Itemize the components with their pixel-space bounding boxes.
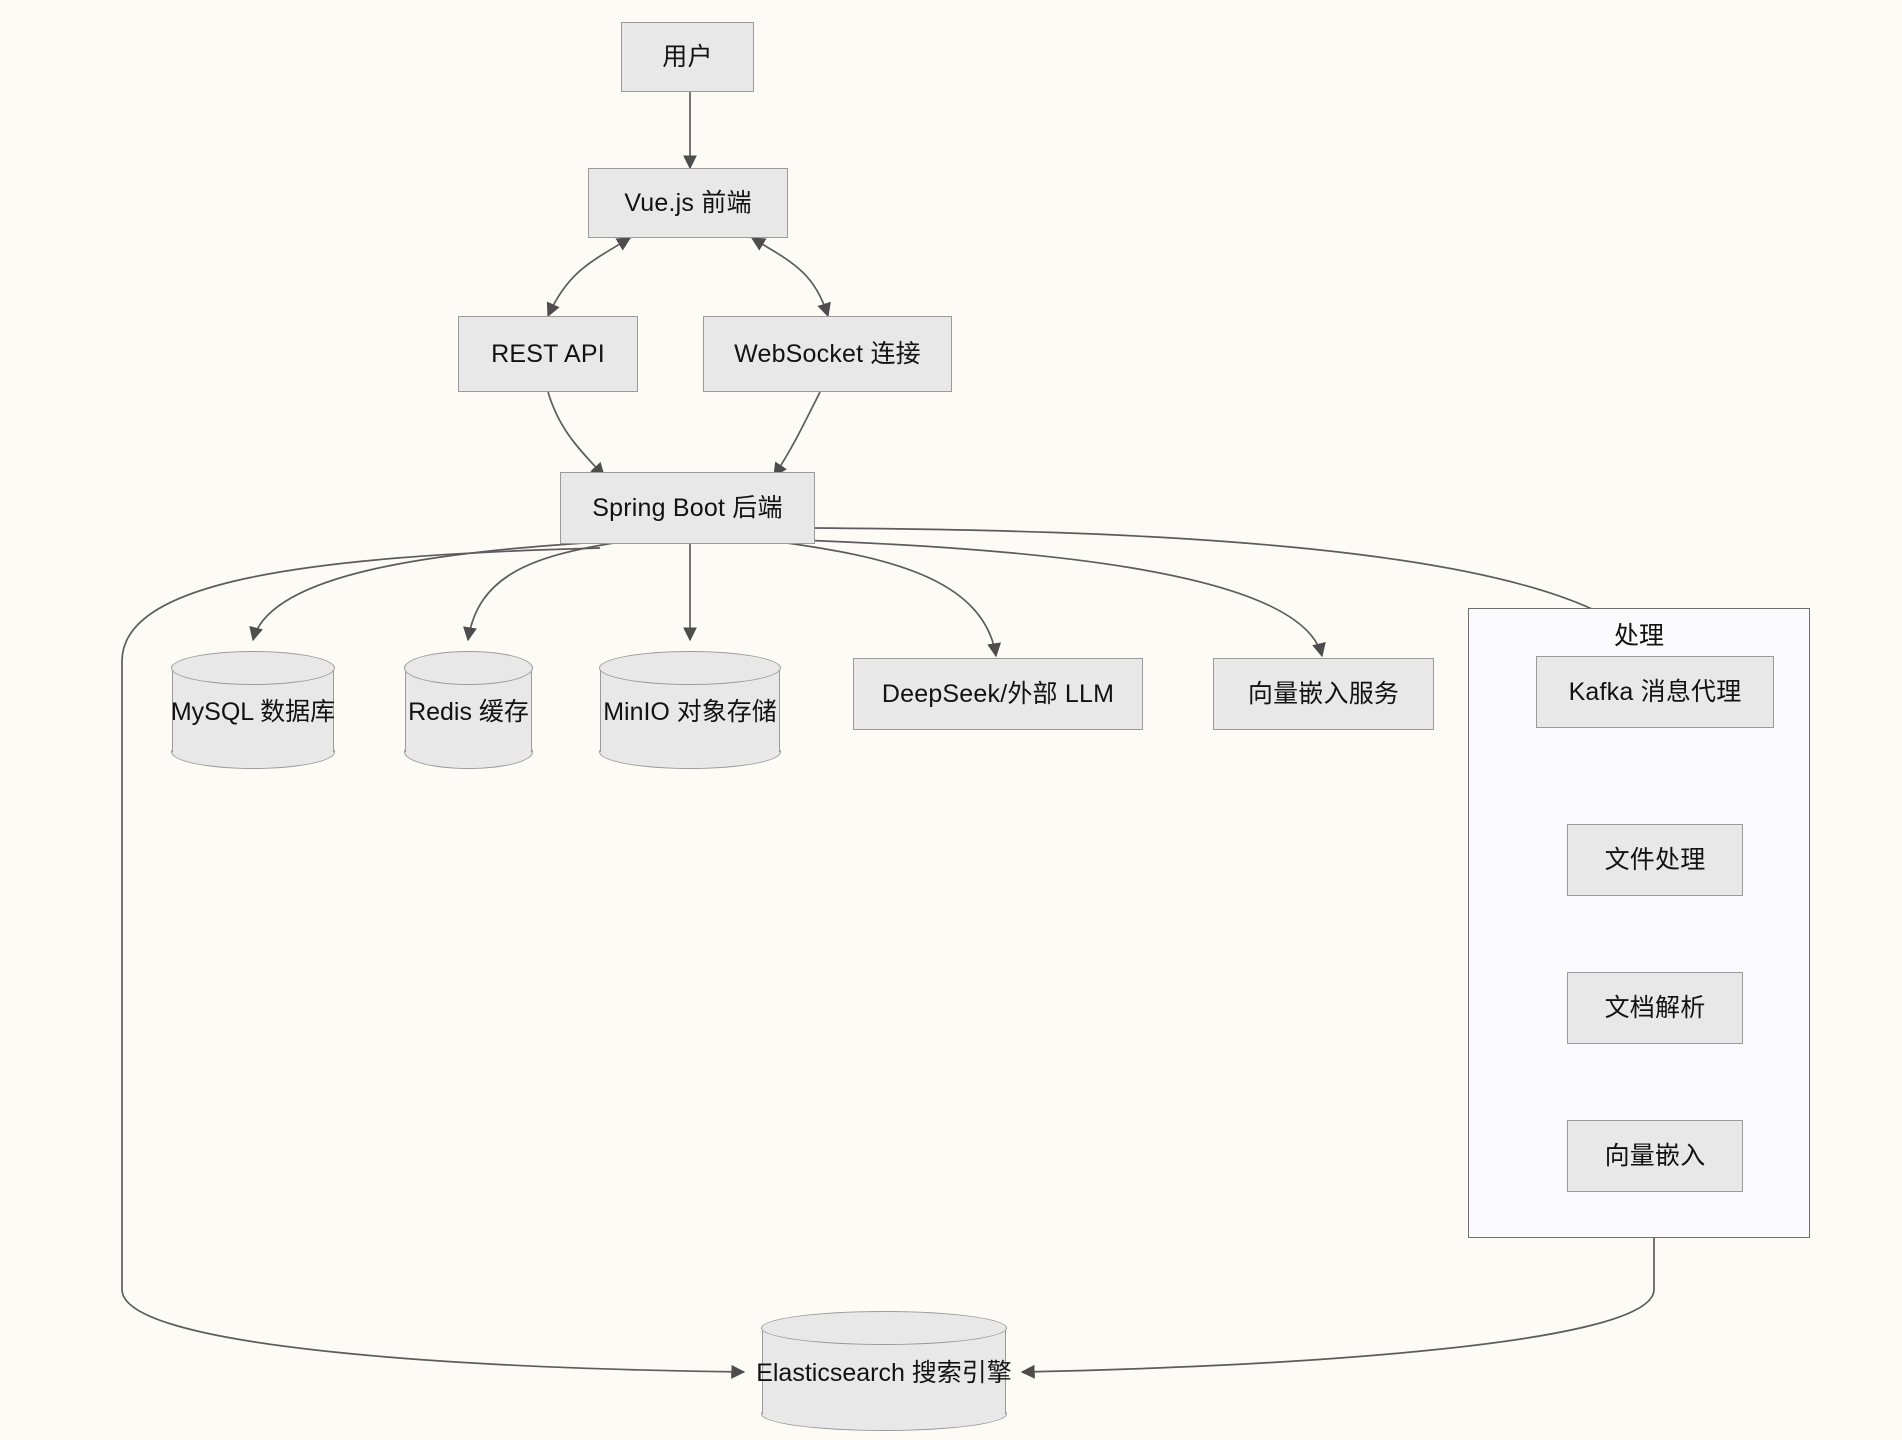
node-llm[interactable]: DeepSeek/外部 LLM bbox=[853, 658, 1143, 730]
edge-websocket-backend bbox=[773, 391, 821, 478]
node-backend-label: Spring Boot 后端 bbox=[592, 494, 783, 522]
node-websocket[interactable]: WebSocket 连接 bbox=[703, 316, 952, 392]
edge-frontend-websocket bbox=[750, 237, 831, 318]
edge-backend-mysql bbox=[249, 541, 601, 642]
node-embedding-service-label: 向量嵌入服务 bbox=[1247, 680, 1400, 708]
node-rest-api[interactable]: REST API bbox=[458, 316, 638, 392]
node-minio-label: MinIO 对象存储 bbox=[603, 698, 777, 726]
edge-backend-embedding bbox=[799, 539, 1326, 658]
edge-backend-redis bbox=[463, 541, 621, 642]
node-file-processing-label: 文件处理 bbox=[1604, 846, 1706, 874]
node-document-parsing-label: 文档解析 bbox=[1604, 994, 1706, 1022]
node-vector-embedding[interactable]: 向量嵌入 bbox=[1567, 1120, 1743, 1192]
node-redis-label: Redis 缓存 bbox=[408, 698, 529, 726]
node-redis[interactable]: Redis 缓存 bbox=[404, 651, 533, 769]
node-frontend-label: Vue.js 前端 bbox=[624, 189, 752, 217]
node-user-label: 用户 bbox=[662, 43, 713, 71]
node-elasticsearch-label: Elasticsearch 搜索引擎 bbox=[756, 1359, 1012, 1387]
node-rest-api-label: REST API bbox=[491, 340, 605, 368]
node-minio[interactable]: MinIO 对象存储 bbox=[599, 651, 781, 769]
redis-cylinder-top bbox=[404, 651, 533, 685]
elasticsearch-cylinder-top bbox=[761, 1311, 1007, 1345]
node-kafka[interactable]: Kafka 消息代理 bbox=[1536, 656, 1774, 728]
node-document-parsing[interactable]: 文档解析 bbox=[1567, 972, 1743, 1044]
node-elasticsearch[interactable]: Elasticsearch 搜索引擎 bbox=[756, 1311, 1012, 1431]
node-vector-embedding-label: 向量嵌入 bbox=[1604, 1142, 1706, 1170]
edge-backend-llm bbox=[779, 541, 1002, 658]
mysql-cylinder-top bbox=[171, 651, 335, 685]
edge-frontend-rest bbox=[546, 237, 632, 318]
node-user[interactable]: 用户 bbox=[621, 22, 754, 92]
node-kafka-label: Kafka 消息代理 bbox=[1568, 678, 1742, 706]
edge-rest-backend bbox=[547, 391, 605, 477]
node-frontend[interactable]: Vue.js 前端 bbox=[588, 168, 788, 238]
node-websocket-label: WebSocket 连接 bbox=[734, 340, 921, 368]
edge-vectorize-elasticsearch bbox=[1020, 1192, 1655, 1379]
node-mysql-label: MySQL 数据库 bbox=[170, 698, 336, 726]
edge-backend-elasticsearch bbox=[121, 547, 746, 1379]
node-mysql[interactable]: MySQL 数据库 bbox=[170, 651, 336, 769]
minio-cylinder-top bbox=[599, 651, 781, 685]
subgraph-processing-title: 处理 bbox=[1613, 622, 1664, 650]
node-backend[interactable]: Spring Boot 后端 bbox=[560, 472, 815, 544]
node-file-processing[interactable]: 文件处理 bbox=[1567, 824, 1743, 896]
node-llm-label: DeepSeek/外部 LLM bbox=[881, 680, 1115, 708]
node-embedding-service[interactable]: 向量嵌入服务 bbox=[1213, 658, 1434, 730]
